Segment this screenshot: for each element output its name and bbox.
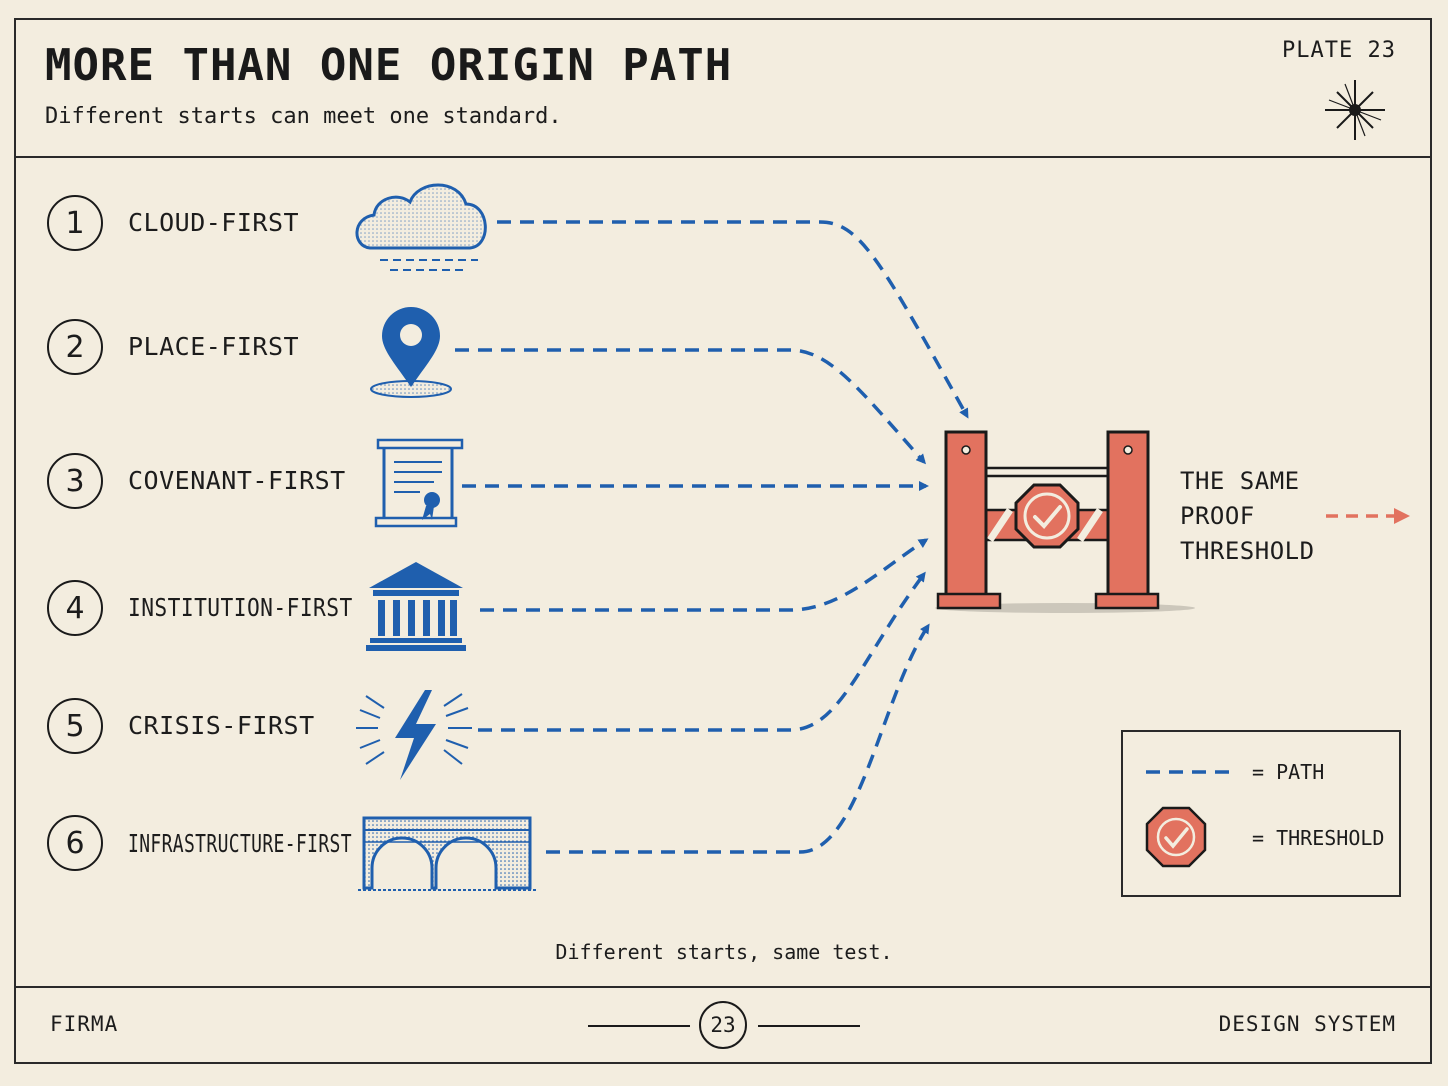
cloud-icon: [355, 183, 487, 271]
header-divider: [14, 156, 1432, 158]
page-title: MORE THAN ONE ORIGIN PATH: [45, 40, 733, 91]
path-label-place-first: PLACE-FIRST: [128, 332, 300, 361]
footer-divider: [14, 986, 1432, 988]
threshold-label: THE SAME PROOF THRESHOLD: [1180, 464, 1315, 569]
threshold-gate-icon: [935, 430, 1195, 613]
path-label-covenant-first: COVENANT-FIRST: [128, 466, 346, 495]
path-line-place-first: [455, 348, 926, 465]
legend-threshold-label: = THRESHOLD: [1252, 826, 1385, 850]
threshold-label-line-1: THE SAME: [1180, 467, 1300, 495]
path-label-infrastructure-first: INFRASTRUCTURE-FIRST: [128, 829, 352, 858]
footer-section: DESIGN SYSTEM: [1218, 1012, 1396, 1036]
path-line-cloud-first: [497, 220, 969, 419]
scroll-certificate-icon: [374, 438, 464, 528]
page-number: 23: [699, 1001, 747, 1049]
legend-box: [1121, 730, 1401, 897]
star-icon: [1325, 80, 1385, 140]
plate-label: PLATE 23: [1282, 38, 1396, 63]
lightning-bolt-icon: [356, 690, 472, 780]
path-number-3: 3: [47, 453, 103, 509]
threshold-label-line-3: THRESHOLD: [1180, 537, 1315, 565]
path-number-5: 5: [47, 698, 103, 754]
path-line-crisis-first: [478, 571, 926, 732]
path-number-6: 6: [47, 815, 103, 871]
path-number-2: 2: [47, 319, 103, 375]
path-line-institution-first: [480, 538, 929, 612]
stone-bridge-icon: [358, 816, 538, 891]
page-subtitle: Different starts can meet one standard.: [45, 104, 562, 129]
path-label-institution-first: INSTITUTION-FIRST: [128, 593, 353, 622]
footer-brand: FIRMA: [50, 1012, 119, 1036]
path-line-infrastructure-first: [546, 623, 930, 854]
institution-building-icon: [366, 562, 466, 651]
path-label-cloud-first: CLOUD-FIRST: [128, 208, 300, 237]
page-frame: [14, 18, 1432, 1064]
path-number-4: 4: [47, 580, 103, 636]
threshold-label-line-2: PROOF: [1180, 502, 1255, 530]
path-number-1: 1: [47, 195, 103, 251]
diagram-caption: Different starts, same test.: [555, 940, 893, 964]
legend-path-label: = PATH: [1252, 760, 1325, 784]
map-pin-icon: [370, 307, 452, 398]
path-label-crisis-first: CRISIS-FIRST: [128, 711, 315, 740]
path-lines: [455, 220, 969, 854]
legend-threshold-icon: [1145, 806, 1207, 868]
